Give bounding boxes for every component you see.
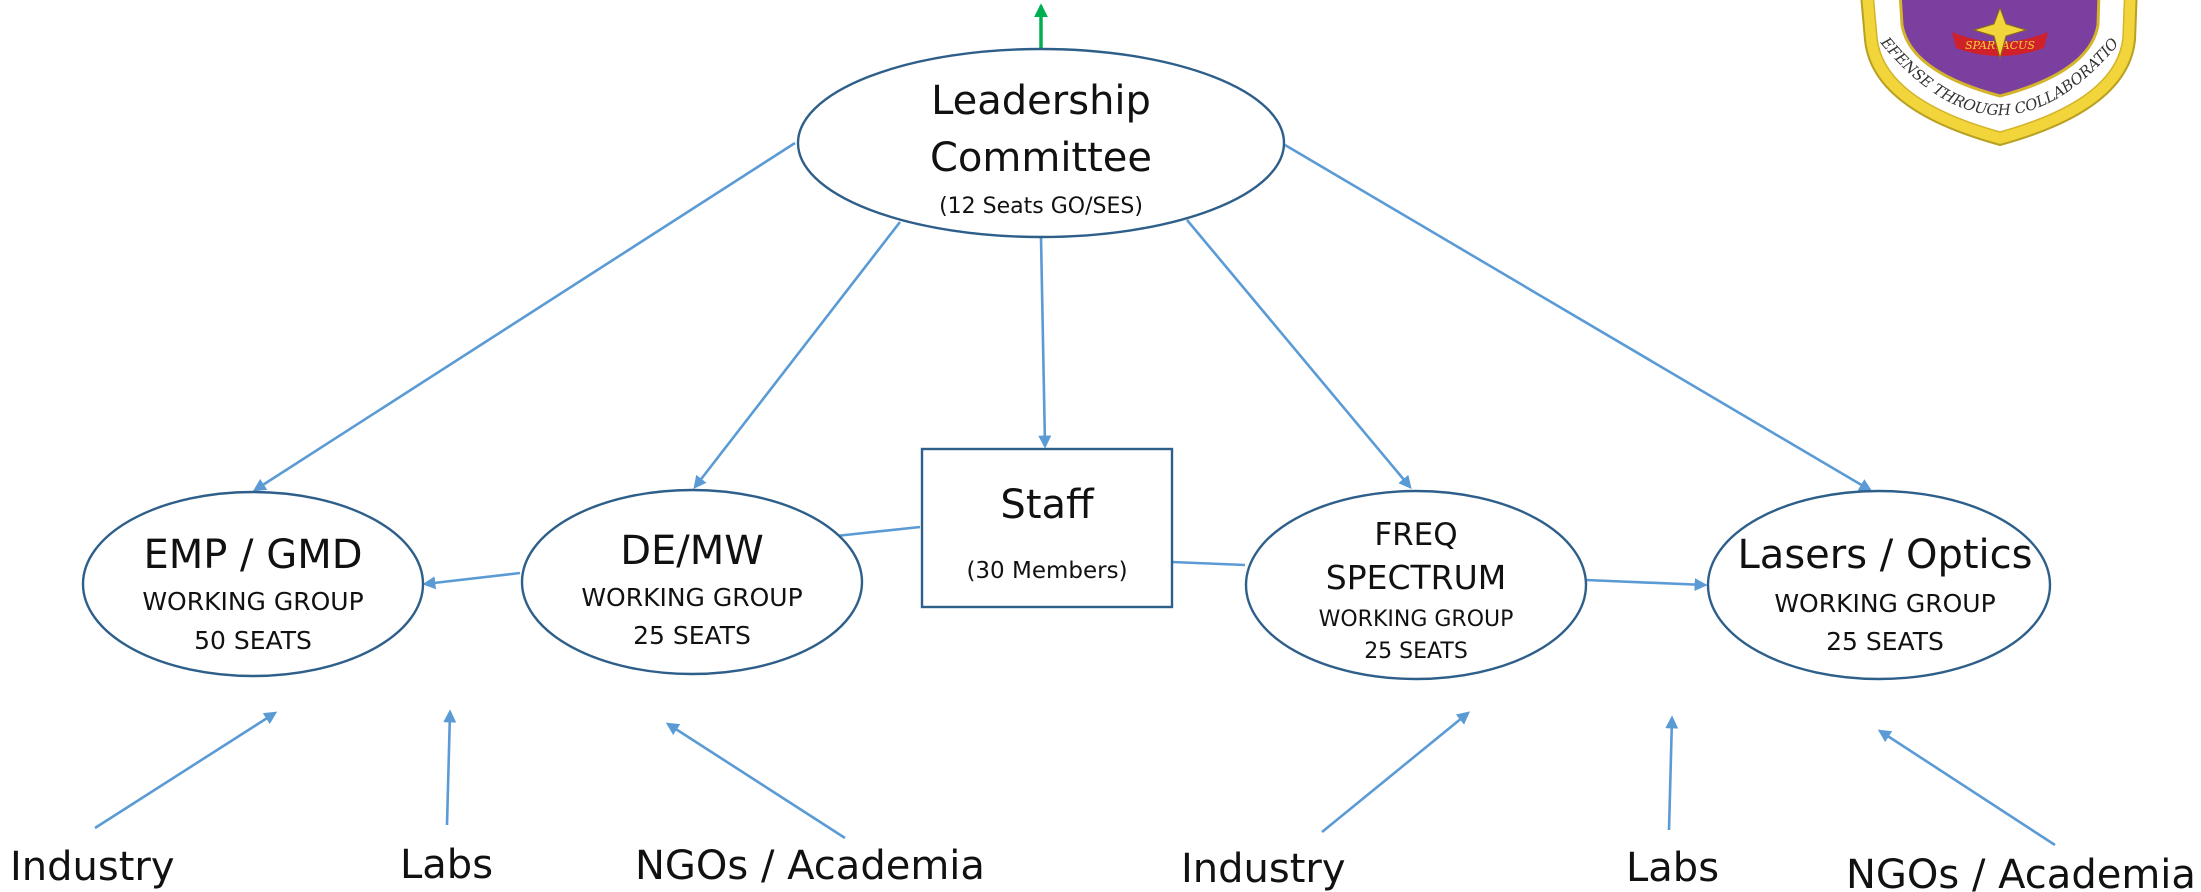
source-edges [94,709,2056,847]
source-labs-right: Labs [1626,845,1719,891]
source-labels: Industry Labs NGOs / Academia Industry L… [10,842,2196,892]
lasers-optics-subtitle: WORKING GROUP [1774,589,1995,618]
lasers-optics-title: Lasers / Optics [1738,532,2033,578]
staff-node: Staff (30 Members) [920,447,1174,609]
de-mw-title: DE/MW [620,528,764,574]
edge-demw-to-emp [422,571,521,590]
edge-leadership-to-freq [1186,219,1412,489]
edge-staff-to-demw [835,525,921,538]
freq-title2: SPECTRUM [1326,558,1506,597]
emp-gmd-subtitle: WORKING GROUP [142,587,363,616]
edge-ngo-right [1877,729,2056,847]
leadership-edges [252,141,1873,492]
leadership-line2: Committee [930,135,1152,181]
leadership-seats: (12 Seats GO/SES) [939,194,1143,219]
edge-leadership-to-emp [252,141,796,492]
edge-industry-left [94,711,278,830]
edge-industry-right [1321,711,1471,834]
lasers-optics-seats: 25 SEATS [1826,627,1944,656]
lasers-optics-node: Lasers / Optics WORKING GROUP 25 SEATS [1706,489,2052,681]
leadership-ellipse [796,47,1286,239]
emblem-star-wings-icon [1972,6,2028,60]
edge-leadership-to-demw [693,221,902,490]
freq-title1: FREQ [1374,517,1457,553]
emp-gmd-title: EMP / GMD [143,532,362,578]
leadership-committee-node: Leadership Committee (12 Seats GO/SES) [796,47,1286,239]
source-industry-right: Industry [1181,846,1346,892]
de-mw-subtitle: WORKING GROUP [581,583,802,612]
edge-leadership-to-staff [1038,236,1052,449]
source-industry-left: Industry [10,844,175,890]
freq-subtitle: WORKING GROUP [1319,607,1514,632]
de-mw-seats: 25 SEATS [633,621,751,650]
edge-leadership-to-lasers [1284,143,1873,492]
source-ngo-right: NGOs / Academia [1846,852,2196,892]
freq-spectrum-node: FREQ SPECTRUM WORKING GROUP 25 SEATS [1244,489,1588,681]
source-labs-left: Labs [400,842,493,888]
emp-gmd-ellipse [81,490,425,678]
spartacus-emblem: SPARTACUS DEFENSE THROUGH COLLABORATION [1840,0,2138,147]
de-mw-ellipse [520,488,864,676]
freq-seats: 25 SEATS [1364,639,1468,664]
emp-gmd-seats: 50 SEATS [194,626,312,655]
edge-labs-right [1665,715,1679,831]
emp-gmd-node: EMP / GMD WORKING GROUP 50 SEATS [81,490,425,678]
edge-labs-left [443,709,457,826]
peer-edges [422,525,1708,592]
edge-staff-to-freq [1171,560,1246,567]
lasers-optics-ellipse [1706,489,2052,681]
staff-title: Staff [1000,482,1095,528]
freq-spectrum-ellipse [1244,489,1588,681]
staff-box [920,447,1174,609]
de-mw-node: DE/MW WORKING GROUP 25 SEATS [520,488,864,676]
leadership-line1: Leadership [931,78,1151,124]
edge-freq-to-lasers [1585,578,1708,592]
source-ngo-left: NGOs / Academia [635,843,985,889]
staff-members: (30 Members) [966,558,1127,584]
edge-ngo-left [665,722,846,840]
